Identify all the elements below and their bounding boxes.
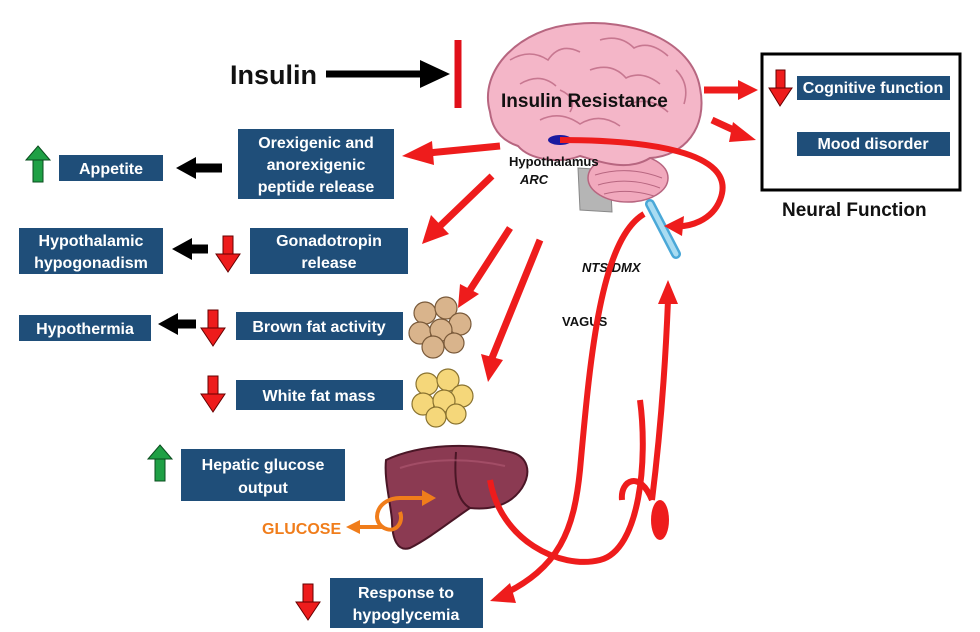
brain-to-neural-arrows [704, 80, 758, 142]
hypogonadism-line-1: Hypothalamic [39, 233, 144, 250]
brown-fat-to-hypothermia-arrow [158, 313, 196, 335]
response-down-arrow-icon [295, 583, 321, 621]
brown-fat-down-arrow-icon [200, 309, 226, 347]
gonadotropin-box [250, 228, 408, 274]
brown-fat-label: Brown fat activity [252, 319, 385, 336]
response-box [330, 578, 483, 628]
cognitive-label: Cognitive function [803, 80, 943, 97]
brown-fat-box [236, 312, 403, 340]
insulin-inhibit-arrow [326, 40, 462, 108]
response-line-1: Response to [358, 585, 454, 602]
hypogonadism-box [19, 228, 163, 274]
brain-icon [487, 22, 703, 213]
vagal-loop-bulb [651, 500, 669, 540]
orexigenic-line-3: peptide release [258, 179, 375, 196]
gonadotropin-to-hypogonadism-arrow [172, 238, 208, 260]
response-line-2: hypoglycemia [353, 607, 460, 624]
insulin-resistance-label: Insulin Resistance [501, 91, 668, 112]
hepatic-box [181, 449, 345, 501]
cognitive-box [797, 76, 950, 100]
hepatic-line-1: Hepatic glucose [202, 457, 325, 474]
neural-function-frame [760, 52, 962, 192]
appetite-up-arrow-icon [24, 145, 52, 183]
gonadotropin-down-arrow-icon [215, 235, 241, 273]
glucose-label: GLUCOSE [262, 521, 341, 538]
mood-label: Mood disorder [817, 136, 928, 153]
gonadotropin-line-2: release [301, 255, 356, 272]
brain-efferent-arrowheads [402, 141, 503, 382]
liver-icon [384, 444, 529, 550]
mood-box [797, 132, 950, 156]
hypothalamus-label: Hypothalamus [509, 154, 599, 169]
hypothermia-label: Hypothermia [36, 321, 134, 338]
insulin-label: Insulin [230, 60, 317, 90]
brown-fat-cells-icon [408, 296, 472, 359]
white-fat-down-arrow-icon [200, 375, 226, 413]
vagus-nerve-icon [645, 199, 681, 259]
neural-function-caption: Neural Function [782, 200, 927, 221]
arc-label: ARC [519, 172, 549, 187]
orexigenic-line-1: Orexigenic and [258, 135, 374, 152]
appetite-label: Appetite [79, 161, 143, 178]
white-fat-box [236, 380, 403, 410]
orexigenic-to-appetite-arrow [176, 157, 222, 179]
hypogonadism-line-2: hypogonadism [34, 255, 148, 272]
appetite-box [59, 155, 163, 181]
vagal-loop-arrows [487, 137, 726, 599]
vagal-loop-arrowheads [490, 216, 684, 603]
hepatic-up-arrow-icon [146, 444, 174, 482]
hepatic-line-2: output [238, 480, 288, 497]
gonadotropin-line-1: Gonadotropin [276, 233, 382, 250]
white-fat-cells-icon [411, 368, 474, 428]
glucose-arrow-icon [346, 490, 436, 534]
cognitive-down-arrow-icon [768, 69, 793, 107]
orexigenic-line-2: anorexigenic [267, 157, 366, 174]
brain-efferent-arrows [427, 142, 544, 360]
hypothermia-box [19, 315, 151, 341]
orexigenic-box [238, 129, 394, 199]
white-fat-label: White fat mass [263, 388, 376, 405]
